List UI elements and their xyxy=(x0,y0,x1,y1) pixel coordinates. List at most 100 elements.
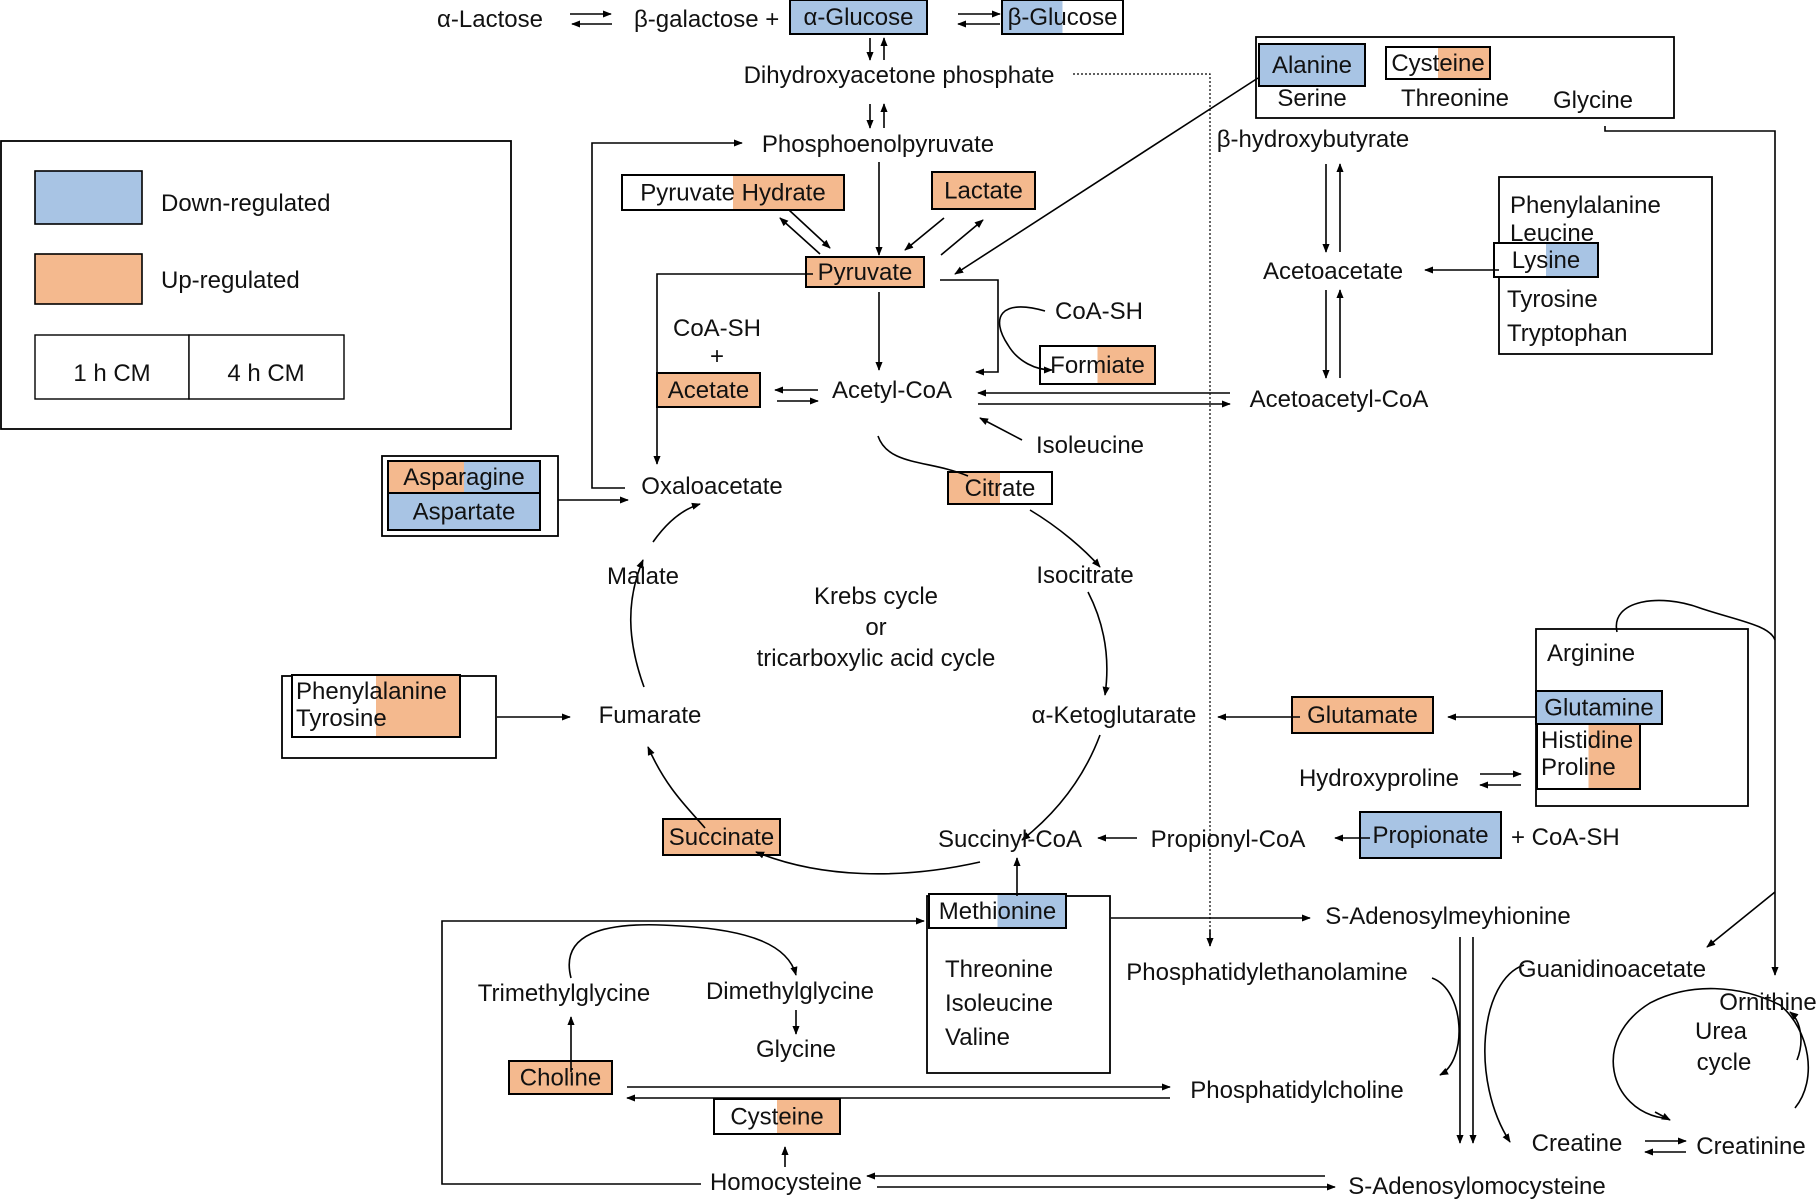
asparagine-box: Asparagine xyxy=(387,460,541,494)
coash-label-1: CoA-SH xyxy=(673,315,761,342)
hydroxyproline-label: Hydroxyproline xyxy=(1299,765,1459,792)
cysteine-1-box: Cysteine xyxy=(1385,46,1491,80)
phenylalanine-tyrosine-4h-cell xyxy=(376,675,460,737)
acetoacetyl-coa-label: Acetoacetyl-CoA xyxy=(1250,386,1429,413)
methionine-1h-cell xyxy=(929,894,998,928)
cysteine-1-4h-cell xyxy=(1438,47,1490,79)
guanidinoacetate-label: Guanidinoacetate xyxy=(1518,956,1706,983)
pyruvate-1h-cell xyxy=(806,257,865,287)
propionate-label: Propionate xyxy=(1372,822,1488,849)
succinyl-coa-label: Succinyl-CoA xyxy=(938,826,1082,853)
asparagine-label: Asparagine xyxy=(403,464,524,491)
pep-label: Phosphoenolpyruvate xyxy=(762,131,994,158)
aspartate-label: Aspartate xyxy=(413,499,516,526)
methionine-4h-cell xyxy=(997,894,1066,928)
pyruvate-4h-cell xyxy=(865,257,924,287)
histidine-proline-4h-cell xyxy=(1588,724,1640,789)
glutamine-1h-cell xyxy=(1536,691,1599,724)
metabolite-labels: α-Lactose β-galactose + Dihydroxyacetone… xyxy=(437,6,1817,1199)
legend: Down-regulated Up-regulated 1 h CM 4 h C… xyxy=(0,140,512,430)
coash-label-2: CoA-SH xyxy=(1055,298,1143,325)
aspartate-4h-cell xyxy=(464,493,540,530)
center-line-3: tricarboxylic acid cycle xyxy=(757,645,996,672)
pyruvate-hydrate-box: Pyruvate Hydrate xyxy=(621,174,845,211)
choline-1h-cell xyxy=(509,1061,561,1094)
lactate-1h-cell xyxy=(932,172,984,209)
center-line-1: Krebs cycle xyxy=(814,583,938,610)
lysine-4h-cell xyxy=(1546,243,1598,277)
pathway-arrows xyxy=(441,10,1810,1191)
legend-time-2: 4 h CM xyxy=(227,360,304,387)
tyrosine-1-label: Tyrosine xyxy=(296,705,387,732)
alanine-1h-cell xyxy=(1259,44,1312,86)
beta-glucose-4h-cell xyxy=(1062,0,1123,34)
dimethylglycine-label: Dimethylglycine xyxy=(706,978,874,1005)
center-line-2: or xyxy=(865,614,886,641)
legend-down-swatch xyxy=(34,170,143,225)
pyruvate-hydrate-1h-cell xyxy=(622,175,733,210)
propionyl-coa-label: Propionyl-CoA xyxy=(1151,826,1306,853)
choline-label: Choline xyxy=(520,1065,601,1092)
creatine-label: Creatine xyxy=(1532,1130,1623,1157)
isoleucine-label-1: Isoleucine xyxy=(1036,432,1144,459)
citrate-label: Citrate xyxy=(965,475,1036,502)
proline-label: Proline xyxy=(1541,754,1616,781)
threonine-label-1: Threonine xyxy=(1401,85,1509,112)
choline-box: Choline xyxy=(508,1060,613,1095)
phenylalanine-tyrosine-1h-cell xyxy=(292,675,376,737)
pc-label: Phosphatidylcholine xyxy=(1190,1077,1403,1104)
aspartate-box: Aspartate xyxy=(387,492,541,531)
methionine-label: Methionine xyxy=(939,898,1056,925)
legend-up-swatch xyxy=(34,253,143,305)
isocitrate-label: Isocitrate xyxy=(1036,562,1133,589)
glutamine-box: Glutamine xyxy=(1535,690,1663,725)
alanine-box: Alanine xyxy=(1258,43,1366,87)
legend-down-label: Down-regulated xyxy=(161,190,330,217)
aspartate-1h-cell xyxy=(388,493,464,530)
glycine-label-1: Glycine xyxy=(1553,87,1633,114)
glutamate-box: Glutamate xyxy=(1291,696,1434,734)
coash-label-3: + CoA-SH xyxy=(1511,824,1620,851)
pyruvate-label: Pyruvate xyxy=(818,259,913,286)
cysteine-2-1h-cell xyxy=(714,1099,777,1134)
alpha-lactose-label: α-Lactose xyxy=(437,6,543,33)
oxaloacetate-label: Oxaloacetate xyxy=(641,473,782,500)
acetyl-coa-label: Acetyl-CoA xyxy=(832,377,952,404)
pyruvate-box: Pyruvate xyxy=(805,256,925,288)
beta-galactose-label: β-galactose + xyxy=(634,6,779,33)
histidine-label: Histidine xyxy=(1541,727,1633,754)
acetoacetate-label: Acetoacetate xyxy=(1263,258,1403,285)
alpha-glucose-1h-cell xyxy=(790,0,859,34)
malate-label: Malate xyxy=(607,563,679,590)
lysine-box: Lysine xyxy=(1493,242,1599,278)
cysteine-1-label: Cysteine xyxy=(1391,50,1484,77)
lysine-label: Lysine xyxy=(1512,247,1580,274)
asparagine-4h-cell xyxy=(464,461,540,493)
cysteine-2-label: Cysteine xyxy=(730,1104,823,1131)
urea-label-2: cycle xyxy=(1697,1049,1752,1076)
asparagine-aspartate-frame xyxy=(381,455,559,537)
beta-glucose-1h-cell xyxy=(1002,0,1063,34)
succinate-box: Succinate xyxy=(662,818,781,856)
threonine-label-2: Threonine xyxy=(945,956,1053,983)
phenylalanine-label-2: Phenylalanine xyxy=(1510,192,1661,219)
ornithine-label: Ornithine xyxy=(1719,989,1816,1016)
propionate-box: Propionate xyxy=(1359,811,1502,859)
methionine-box: Methionine xyxy=(928,893,1067,929)
pyruvate-hydrate-4h-cell xyxy=(733,175,844,210)
pyruvate-hydrate-label: Pyruvate Hydrate xyxy=(640,180,825,207)
glutamine-4h-cell xyxy=(1599,691,1662,724)
amino-acid-group-frame xyxy=(1255,36,1675,119)
plus-label: + xyxy=(710,343,724,370)
acetate-4h-cell xyxy=(708,373,760,407)
lactate-box: Lactate xyxy=(931,171,1036,210)
formiate-4h-cell xyxy=(1097,346,1155,384)
lactate-4h-cell xyxy=(983,172,1035,209)
arginine-label: Arginine xyxy=(1547,640,1635,667)
propionate-1h-cell xyxy=(1360,812,1431,858)
glutamate-label: Glutamate xyxy=(1307,702,1418,729)
